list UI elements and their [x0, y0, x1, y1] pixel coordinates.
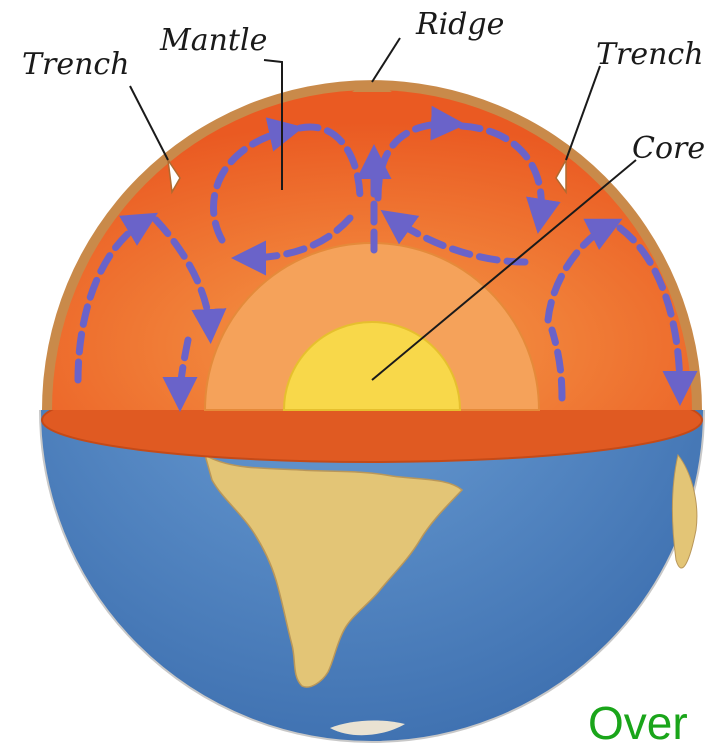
leader-line-ridge	[372, 38, 400, 82]
label-trench-right: Trench	[596, 40, 704, 70]
label-core: Core	[632, 134, 705, 164]
label-mantle: Mantle	[160, 26, 267, 56]
caption-text: Over	[588, 700, 688, 746]
leader-line-trench-left	[130, 86, 168, 160]
label-ridge: Ridge	[416, 10, 504, 40]
label-trench-left: Trench	[22, 50, 130, 80]
leader-line-trench-right	[566, 66, 600, 160]
